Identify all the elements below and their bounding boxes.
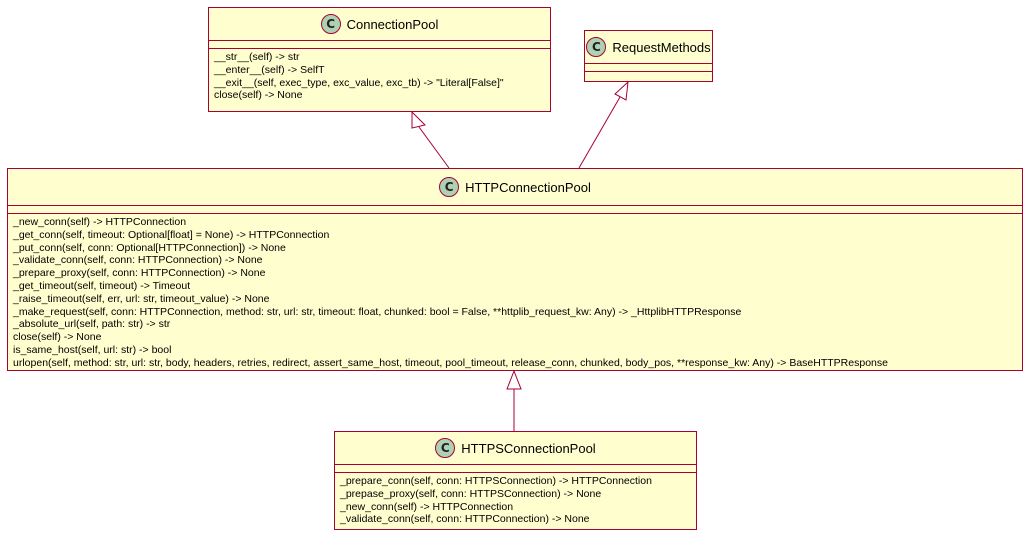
method: close(self) -> None (13, 331, 102, 344)
edge-httpconnectionpool-requestmethods (578, 96, 621, 169)
method: __str__(self) -> str (214, 51, 300, 63)
attribute-compartment (585, 64, 712, 72)
class-name: HTTPSConnectionPool (461, 440, 596, 456)
method: _put_conn(self, conn: Optional[HTTPConne… (13, 241, 286, 254)
edge-httpconnectionpool-connectionpool (418, 126, 450, 169)
method-compartment: _prepare_conn(self, conn: HTTPSConnectio… (335, 473, 696, 530)
class-requestmethods: C RequestMethods (584, 30, 713, 82)
class-header: C ConnectionPool (209, 8, 550, 41)
method: _absolute_url(self, path: str) -> str (13, 318, 171, 331)
class-header: C HTTPConnectionPool (8, 169, 1022, 206)
class-name: RequestMethods (612, 39, 711, 55)
class-name: HTTPConnectionPool (465, 179, 591, 195)
method-compartment: __str__(self) -> str __enter__(self) -> … (209, 49, 550, 106)
class-name: ConnectionPool (346, 16, 439, 32)
method: _get_conn(self, timeout: Optional[float]… (13, 228, 330, 241)
method: _validate_conn(self, conn: HTTPConnectio… (340, 513, 590, 526)
inheritance-arrowhead (411, 110, 426, 129)
class-connectionpool: C ConnectionPool __str__(self) -> str __… (208, 7, 551, 112)
method: _new_conn(self) -> HTTPConnection (340, 500, 514, 513)
method: _make_request(self, conn: HTTPConnection… (13, 305, 742, 318)
class-httpsconnectionpool: C HTTPSConnectionPool _prepare_conn(self… (334, 431, 697, 530)
class-stereotype-icon: C (320, 14, 341, 34)
method-compartment: _new_conn(self) -> HTTPConnection _get_c… (8, 214, 1022, 374)
class-stereotype-icon: C (586, 37, 607, 57)
method: _prepase_proxy(self, conn: HTTPSConnecti… (340, 487, 602, 500)
method: urlopen(self, method: str, url: str, bod… (13, 356, 888, 369)
method: _prepare_conn(self, conn: HTTPSConnectio… (340, 475, 652, 487)
method: close(self) -> None (214, 89, 303, 102)
attribute-compartment (335, 465, 696, 473)
method: _validate_conn(self, conn: HTTPConnectio… (13, 254, 263, 267)
method: __exit__(self, exec_type, exc_value, exc… (214, 76, 504, 89)
attribute-compartment (8, 206, 1022, 214)
class-stereotype-icon: C (435, 438, 456, 458)
method: _raise_timeout(self, err, url: str, time… (13, 292, 270, 305)
class-header: C HTTPSConnectionPool (335, 432, 696, 465)
class-header: C RequestMethods (585, 31, 712, 64)
method: is_same_host(self, url: str) -> bool (13, 343, 172, 356)
method: _new_conn(self) -> HTTPConnection (13, 216, 187, 228)
inheritance-arrowhead (614, 80, 629, 101)
method: _get_timeout(self, timeout) -> Timeout (13, 279, 191, 292)
method: _prepare_proxy(self, conn: HTTPConnectio… (13, 267, 266, 280)
class-stereotype-icon: C (439, 177, 460, 197)
attribute-compartment (209, 41, 550, 49)
method: __enter__(self) -> SelfT (214, 63, 325, 76)
inheritance-arrowhead (506, 369, 522, 390)
class-httpconnectionpool: C HTTPConnectionPool _new_conn(self) -> … (7, 168, 1023, 371)
